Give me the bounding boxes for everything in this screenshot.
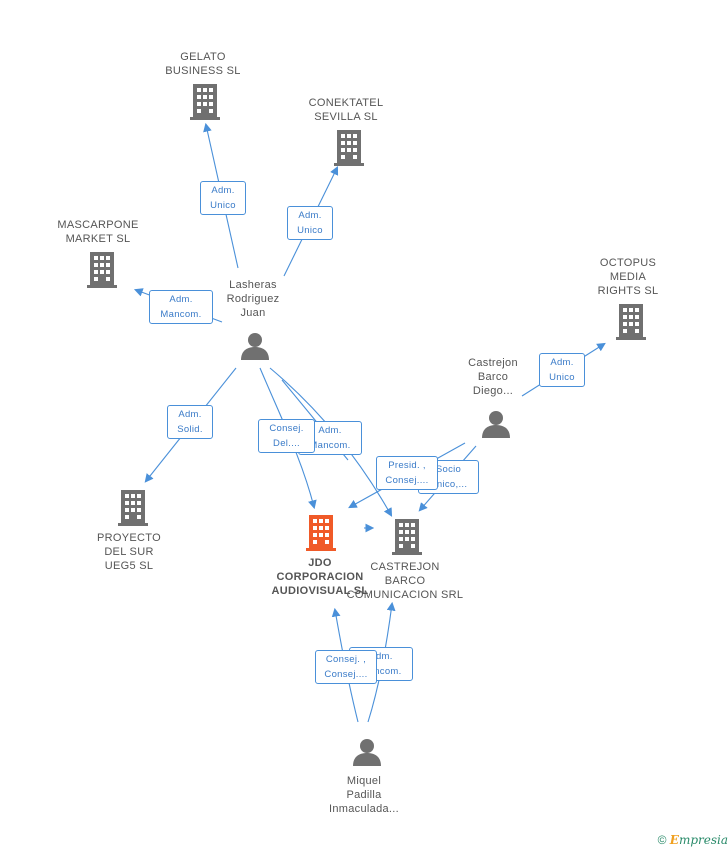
company-label-jdo[interactable]: JDO CORPORACION AUDIOVISUAL SL xyxy=(271,557,369,597)
company-label-gelato[interactable]: GELATO BUSINESS SL xyxy=(165,51,241,77)
relation-label-proyecto[interactable]: Adm. Solid. xyxy=(167,405,213,439)
company-label-mascarpone[interactable]: MASCARPONE MARKET SL xyxy=(57,219,139,245)
relation-label-lasheras-jdo[interactable]: Consej. Del.... xyxy=(258,419,315,453)
copyright-symbol: © xyxy=(657,833,667,847)
relation-label-gelato[interactable]: Adm. Unico xyxy=(200,181,246,215)
company-label-conektatel[interactable]: CONEKTATEL SEVILLA SL xyxy=(308,97,384,123)
building-icon[interactable] xyxy=(334,130,364,166)
company-label-octopus[interactable]: OCTOPUS MEDIA RIGHTS SL xyxy=(597,257,659,297)
building-icon[interactable] xyxy=(616,304,646,340)
person-label-castrejon-diego[interactable]: Castrejon Barco Diego... xyxy=(468,357,518,397)
relation-label-conektatel[interactable]: Adm. Unico xyxy=(287,206,333,240)
person-label-lasheras[interactable]: Lasheras Rodriguez Juan xyxy=(226,279,280,319)
brand-logo-initial: E xyxy=(669,833,679,847)
relation-label-diego-presid[interactable]: Presid. , Consej.... xyxy=(376,456,438,490)
person-label-miquel[interactable]: Miquel Padilla Inmaculada... xyxy=(329,775,399,815)
building-icon[interactable] xyxy=(392,519,422,555)
footer-credit[interactable]: © Empresia xyxy=(658,833,728,847)
building-icon[interactable] xyxy=(87,252,117,288)
brand-logo: Empresia xyxy=(670,833,728,847)
person-icon[interactable] xyxy=(240,332,270,360)
relation-label-octopus[interactable]: Adm. Unico xyxy=(539,353,585,387)
relation-label-mascarpone[interactable]: Adm. Mancom. xyxy=(149,290,213,324)
building-icon[interactable] xyxy=(190,84,220,120)
company-label-proyecto[interactable]: PROYECTO DEL SUR UEG5 SL xyxy=(97,532,161,572)
person-icon[interactable] xyxy=(352,738,382,766)
company-label-castrejon-srl[interactable]: CASTREJON BARCO COMUNICACION SRL xyxy=(346,561,464,601)
relation-label-miquel-jdo[interactable]: Consej. , Consej.... xyxy=(315,650,377,684)
building-icon[interactable] xyxy=(118,490,148,526)
brand-logo-text: mpresia xyxy=(678,833,728,847)
person-icon[interactable] xyxy=(481,410,511,438)
building-icon-main[interactable] xyxy=(305,515,337,551)
